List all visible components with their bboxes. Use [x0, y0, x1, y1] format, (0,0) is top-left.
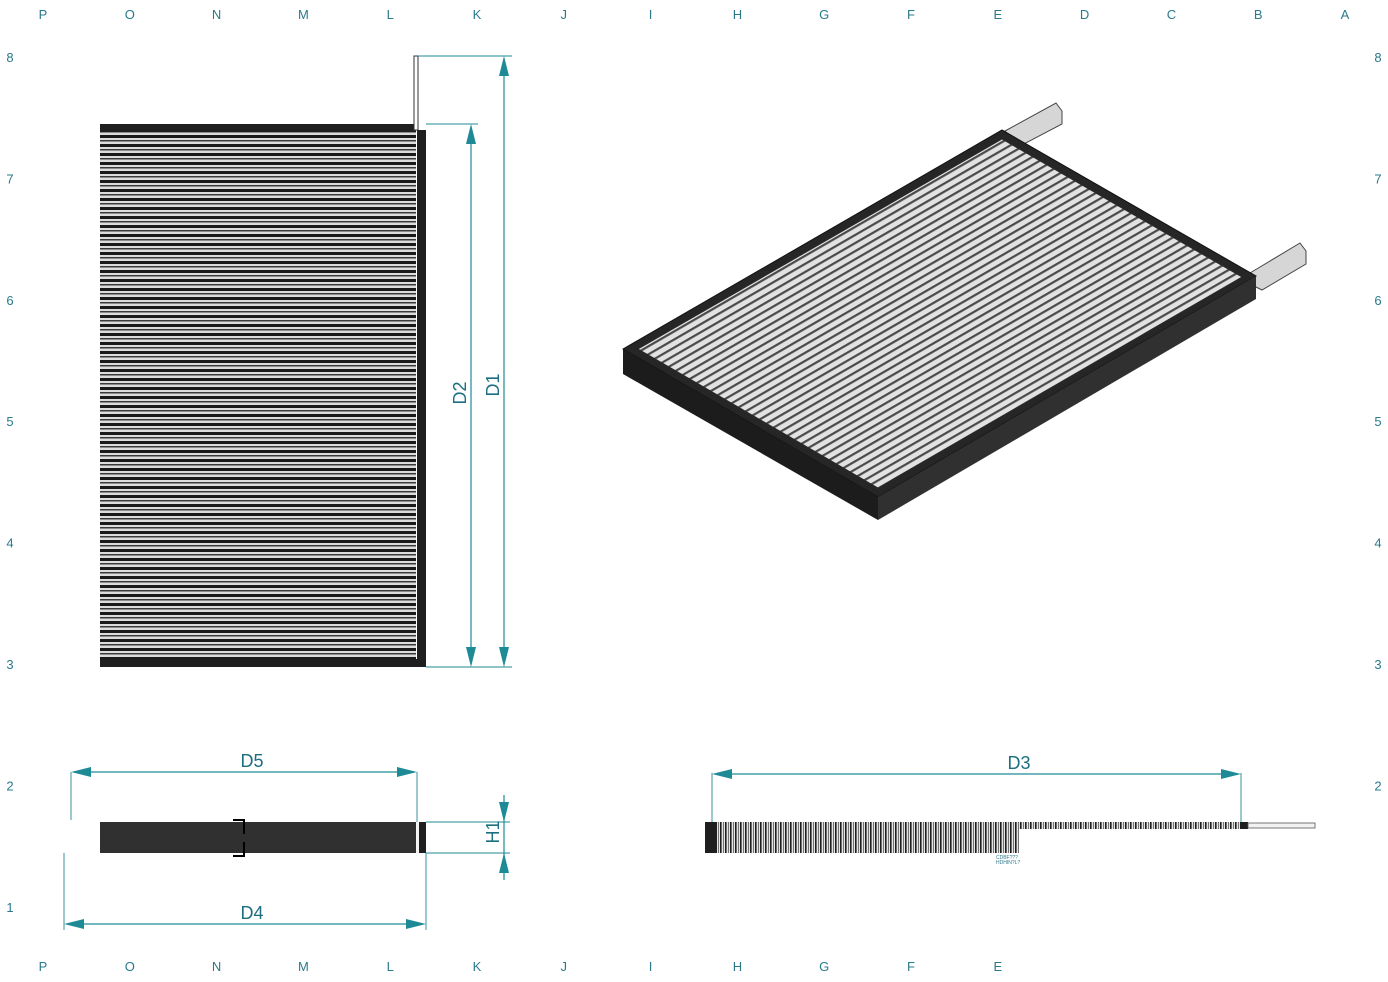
clip-marker	[233, 819, 245, 857]
iso-filter-media	[637, 138, 1244, 489]
column-label-top-h: H	[733, 7, 742, 22]
end-view-tab	[416, 822, 419, 853]
column-label-top-k: K	[473, 7, 482, 22]
row-label-left-5: 5	[6, 414, 13, 429]
column-label-bottom-j: J	[561, 959, 568, 974]
row-label-right-8: 8	[1374, 50, 1381, 65]
dimension-label-d3: D3	[1007, 753, 1030, 773]
column-label-top-l: L	[387, 7, 394, 22]
side-view-tag-line2: HDHIN?L?	[996, 860, 1020, 866]
column-label-bottom-n: N	[212, 959, 221, 974]
column-label-top-m: M	[298, 7, 309, 22]
side-view: CDBF??? HDHIN?L? D3	[705, 753, 1316, 866]
column-label-bottom-p: P	[39, 959, 48, 974]
side-view-media-thin	[1019, 822, 1240, 829]
side-view-tab	[1247, 822, 1316, 829]
end-view: D5 D4 H1	[63, 751, 510, 930]
column-label-top-j: J	[561, 7, 568, 22]
column-label-bottom-k: K	[473, 959, 482, 974]
column-label-bottom-g: G	[819, 959, 829, 974]
frame-right-edge	[417, 130, 426, 667]
row-label-right-6: 6	[1374, 293, 1381, 308]
row-label-right-3: 3	[1374, 657, 1381, 672]
row-label-left-2: 2	[6, 778, 13, 793]
column-label-top-p: P	[39, 7, 48, 22]
column-label-bottom-l: L	[387, 959, 394, 974]
row-label-left-8: 8	[6, 50, 13, 65]
column-label-top-g: G	[819, 7, 829, 22]
row-label-right-7: 7	[1374, 171, 1381, 186]
side-view-tag-line1: CDBF???	[996, 855, 1018, 861]
side-view-frame-end	[705, 822, 717, 853]
column-label-top-f: F	[907, 7, 915, 22]
row-labels-right: 8 7 6 5 4 3 2	[1374, 50, 1381, 793]
pull-tab-front	[413, 55, 419, 131]
end-view-frame	[419, 822, 426, 853]
column-label-bottom-f: F	[907, 959, 915, 974]
row-label-left-4: 4	[6, 536, 13, 551]
frame-top-edge	[100, 124, 416, 132]
column-label-top-o: O	[125, 7, 135, 22]
row-labels-left: 8 7 6 5 4 3 2 1	[6, 50, 13, 915]
column-label-top-b: B	[1254, 7, 1263, 22]
front-view: D1 D2	[100, 55, 512, 668]
filter-media-front	[100, 124, 416, 667]
row-label-right-4: 4	[1374, 536, 1381, 551]
column-label-bottom-o: O	[125, 959, 135, 974]
column-label-bottom-i: I	[649, 959, 653, 974]
column-label-bottom-m: M	[298, 959, 309, 974]
dimension-label-d4: D4	[240, 903, 263, 923]
column-label-top-c: C	[1167, 7, 1176, 22]
column-label-top-a: A	[1341, 7, 1350, 22]
dimension-label-d1: D1	[483, 373, 503, 396]
column-label-top-e: E	[993, 7, 1002, 22]
column-label-bottom-e: E	[993, 959, 1002, 974]
column-label-top-n: N	[212, 7, 221, 22]
frame-bottom-edge	[100, 659, 418, 667]
row-label-left-3: 3	[6, 657, 13, 672]
row-label-left-7: 7	[6, 171, 13, 186]
dimension-label-d5: D5	[240, 751, 263, 771]
row-label-right-5: 5	[1374, 414, 1381, 429]
end-view-body	[100, 822, 417, 853]
iso-frame-right-side	[878, 276, 1256, 520]
column-label-bottom-h: H	[733, 959, 742, 974]
dimension-label-h1: H1	[483, 820, 503, 843]
column-label-top-d: D	[1080, 7, 1089, 22]
dimension-label-d2: D2	[450, 381, 470, 404]
row-label-left-6: 6	[6, 293, 13, 308]
column-label-top-i: I	[649, 7, 653, 22]
isometric-view	[622, 102, 1307, 520]
row-label-right-2: 2	[1374, 778, 1381, 793]
pull-tab-lower	[1249, 242, 1307, 291]
side-view-media-full	[717, 822, 1019, 853]
row-label-left-1: 1	[6, 900, 13, 915]
iso-frame-left-side	[623, 349, 878, 520]
